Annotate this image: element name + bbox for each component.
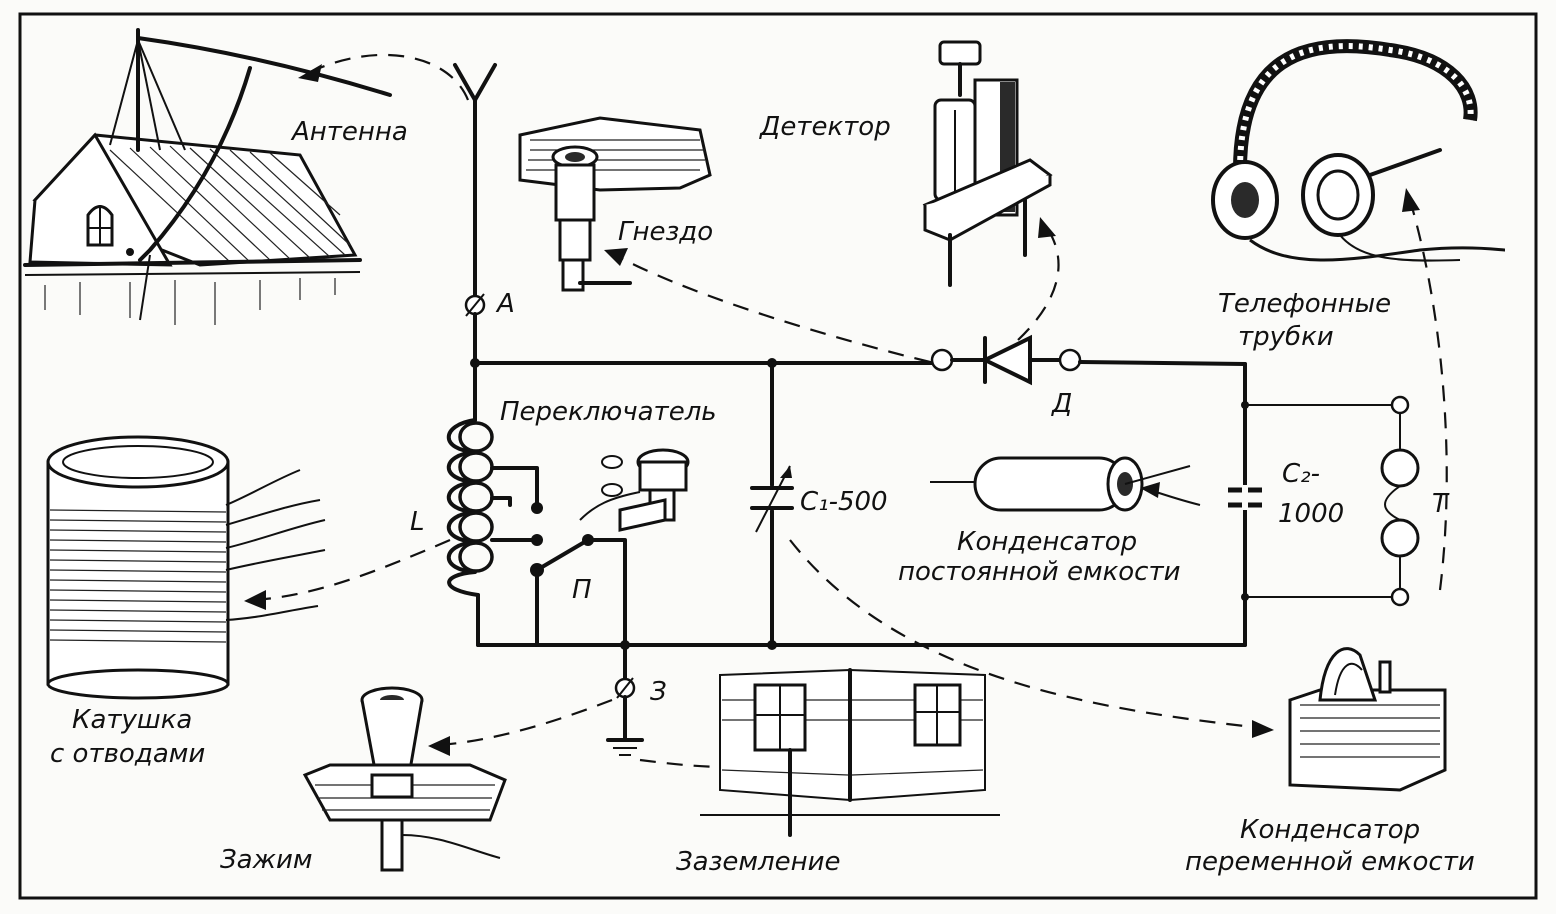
label-coil-line1: Катушка [72,705,192,735]
label-terminal-z: З [650,677,667,707]
grounding-illustration [700,668,1000,837]
label-fixed-cap-line2: постоянной емкости [898,557,1181,587]
label-jack: Гнездо [618,217,713,247]
jack-illustration [518,116,712,292]
detector-terminal-right [1058,348,1082,372]
label-inductor-l: L [410,507,425,537]
frame-border [18,12,1538,900]
diode-symbol [980,334,1032,386]
label-headphones-line2: трубки [1238,322,1334,352]
label-headphones-line1: Телефонные [1218,289,1391,319]
label-switch-p: П [572,575,592,605]
label-detector: Детектор [759,112,891,142]
earphone-2-symbol [1380,518,1420,558]
schematic-wiring [446,63,1420,756]
label-var-cap-line2: переменной емкости [1185,847,1475,877]
antenna-illustration [23,28,392,325]
label-coil-line2: с отводами [50,739,205,769]
label-fixed-cap-line1: Конденсатор [957,527,1137,557]
variable-capacitor-illustration [1288,647,1447,792]
earphone-1-symbol [1380,448,1420,488]
switch-arm [535,538,590,572]
label-switch: Переключатель [500,397,717,427]
coil-taps [458,421,494,573]
leader-arrows [244,53,1448,769]
switch-illustration [601,448,690,532]
label-diode-d: Д [1051,389,1072,419]
label-c1: C₁-500 [800,487,888,517]
label-antenna: Антенна [290,117,408,147]
fixed-capacitor-illustration [930,456,1191,512]
label-c2-line2: 1000 [1278,499,1344,529]
clamp-illustration [302,686,507,872]
coil-illustration [46,435,326,700]
label-var-cap-line1: Конденсатор [1240,815,1420,845]
label-phones-t: T [1432,489,1450,519]
label-clamp: Зажим [220,845,313,875]
detector-illustration [922,40,1053,287]
label-c2-line1: C₂- [1282,459,1320,489]
label-terminal-a: A [495,289,515,319]
detector-terminal-left [930,348,954,372]
label-grounding: Заземление [676,847,841,877]
headphones-illustration [1211,39,1506,262]
